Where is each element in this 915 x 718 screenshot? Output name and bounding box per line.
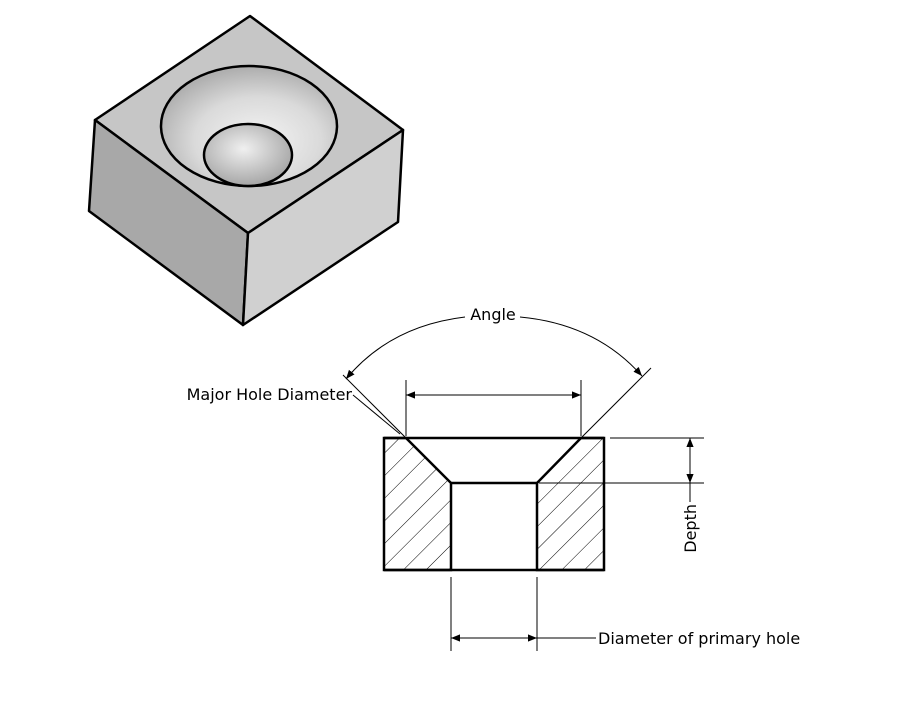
angle-dimension: Angle: [342, 305, 652, 439]
angle-extension-left: [342, 374, 407, 439]
hatched-wall-left: [384, 438, 451, 570]
primary-hole-diameter-dimension: Diameter of primary hole: [450, 577, 800, 651]
isometric-block: [87, 14, 405, 327]
angle-extension-right: [580, 367, 652, 439]
diameter-of-primary-hole-label: Diameter of primary hole: [598, 629, 800, 648]
section-view: [382, 436, 606, 572]
major-hole-diameter-label: Major Hole Diameter: [187, 385, 353, 404]
hatched-wall-right: [537, 438, 604, 570]
block-right-face: [241, 128, 405, 327]
major-diameter-leader: [352, 394, 401, 435]
primary-hole-opening: [202, 122, 294, 188]
major-hole-diameter-dimension: Major Hole Diameter: [187, 380, 582, 436]
depth-label: Depth: [681, 504, 700, 553]
depth-dimension: Depth: [539, 437, 704, 553]
angle-arc-left: [345, 316, 466, 380]
angle-arc-right: [519, 316, 643, 377]
angle-label: Angle: [470, 305, 516, 324]
